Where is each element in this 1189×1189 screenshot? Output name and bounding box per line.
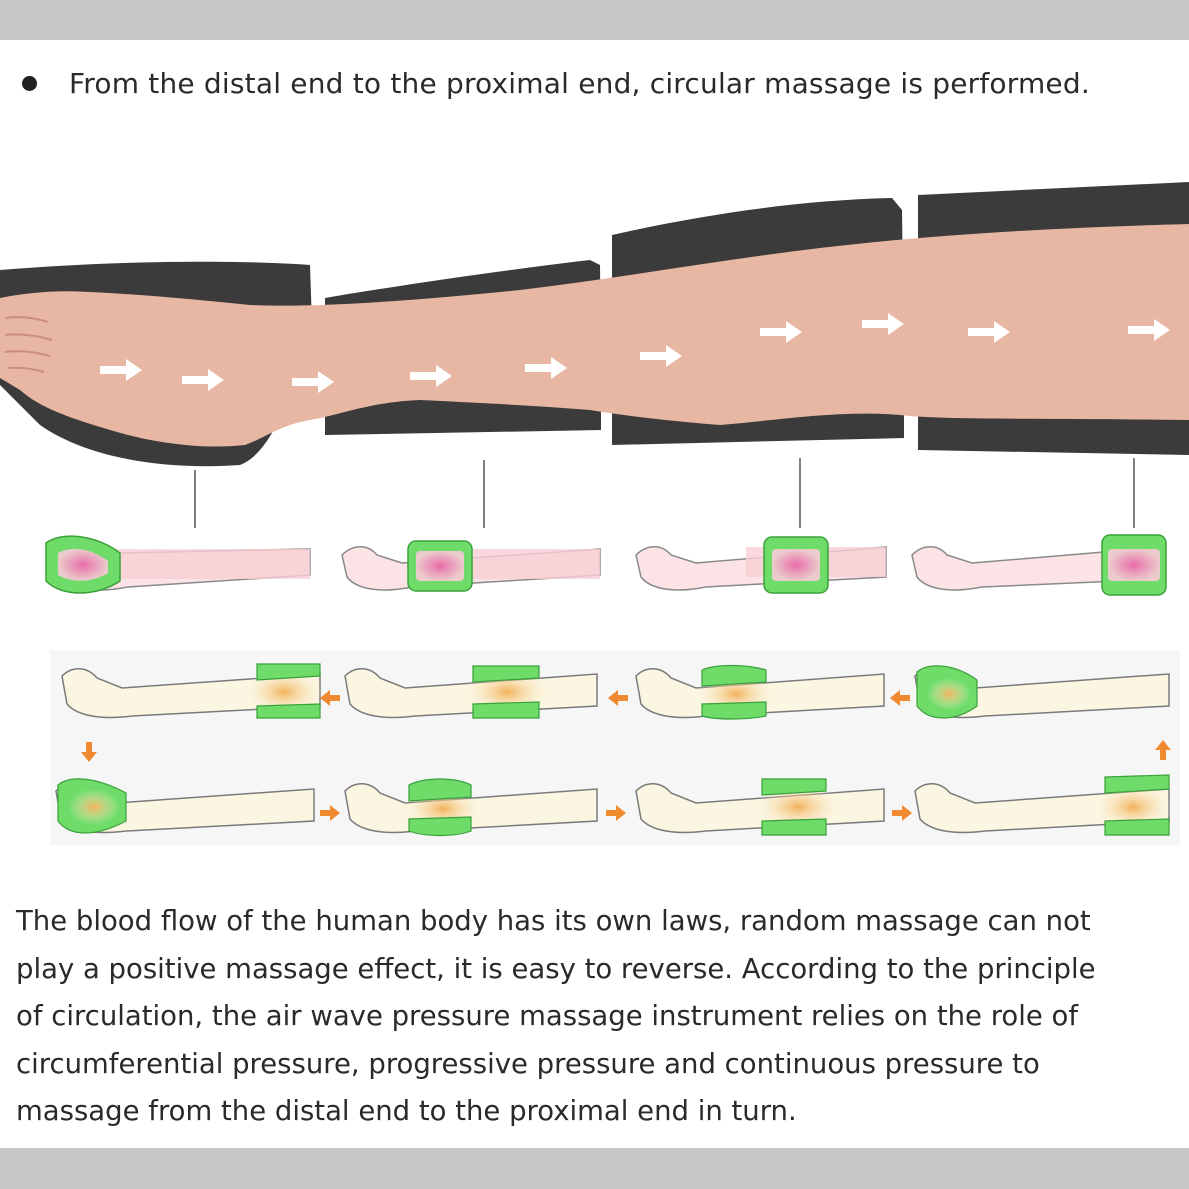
- grid-leg-r1c3: [635, 664, 885, 720]
- leg-skin: [0, 224, 1189, 447]
- arrow-up-icon: [1155, 740, 1171, 760]
- top-gray-band: [0, 0, 1189, 40]
- description-line: massage from the distal end to the proxi…: [16, 1095, 797, 1127]
- grid-leg-r2c1: [55, 778, 315, 834]
- bottom-gray-band: [0, 1148, 1189, 1189]
- arrow-icon: [100, 359, 142, 381]
- arrow-down-icon: [81, 742, 97, 762]
- arrow-left-icon: [608, 690, 628, 706]
- toe-lines: [4, 316, 53, 373]
- intro-bullet: From the distal end to the proximal end,…: [22, 58, 1172, 108]
- arrow-icon: [760, 321, 802, 343]
- arrow-icon: [182, 369, 224, 391]
- arrow-icon: [640, 345, 682, 367]
- arrow-icon: [862, 313, 904, 335]
- arrow-left-icon: [890, 690, 910, 706]
- arrow-right-icon: [320, 805, 340, 821]
- description-line: circumferential pressure, progressive pr…: [16, 1047, 1040, 1080]
- flow-arrows: [100, 313, 1170, 393]
- description-line: of circulation, the air wave pressure ma…: [16, 1000, 1079, 1032]
- arrow-icon: [968, 321, 1010, 343]
- description-paragraph: The blood flow of the human body has its…: [16, 898, 1176, 1136]
- arrow-right-icon: [606, 805, 626, 821]
- connector-lines: [194, 458, 1135, 528]
- bullet-dot-icon: [22, 75, 37, 91]
- description-line: The blood flow of the human body has its…: [16, 905, 1091, 937]
- small-leg-2: [341, 540, 601, 592]
- small-leg-3: [635, 536, 887, 594]
- arrow-icon: [525, 357, 567, 379]
- grid-leg-r1c1: [61, 663, 324, 719]
- small-leg-1: [45, 535, 311, 594]
- arrow-icon: [292, 371, 334, 393]
- grid-leg-r2c2: [344, 778, 598, 837]
- sequence-arrows: [81, 690, 1171, 821]
- pink-sequence-row: [45, 534, 1167, 596]
- large-leg-illustration: [0, 180, 1189, 470]
- massage-sequence-diagram: [0, 180, 1189, 845]
- small-leg-4: [911, 534, 1167, 596]
- grid-leg-r1c4: [914, 665, 1170, 719]
- intro-text: From the distal end to the proximal end,…: [69, 66, 1090, 100]
- arrow-icon: [410, 365, 452, 387]
- arrow-left-icon: [320, 690, 340, 706]
- grid-leg-r1c2: [344, 665, 598, 719]
- arrow-icon: [1128, 319, 1170, 341]
- circulation-grid: [50, 650, 1180, 845]
- description-line: play a positive massage effect, it is ea…: [16, 952, 1096, 985]
- grid-leg-r2c4: [914, 774, 1173, 836]
- grid-leg-r2c3: [635, 778, 885, 836]
- arrow-right-icon: [892, 805, 912, 821]
